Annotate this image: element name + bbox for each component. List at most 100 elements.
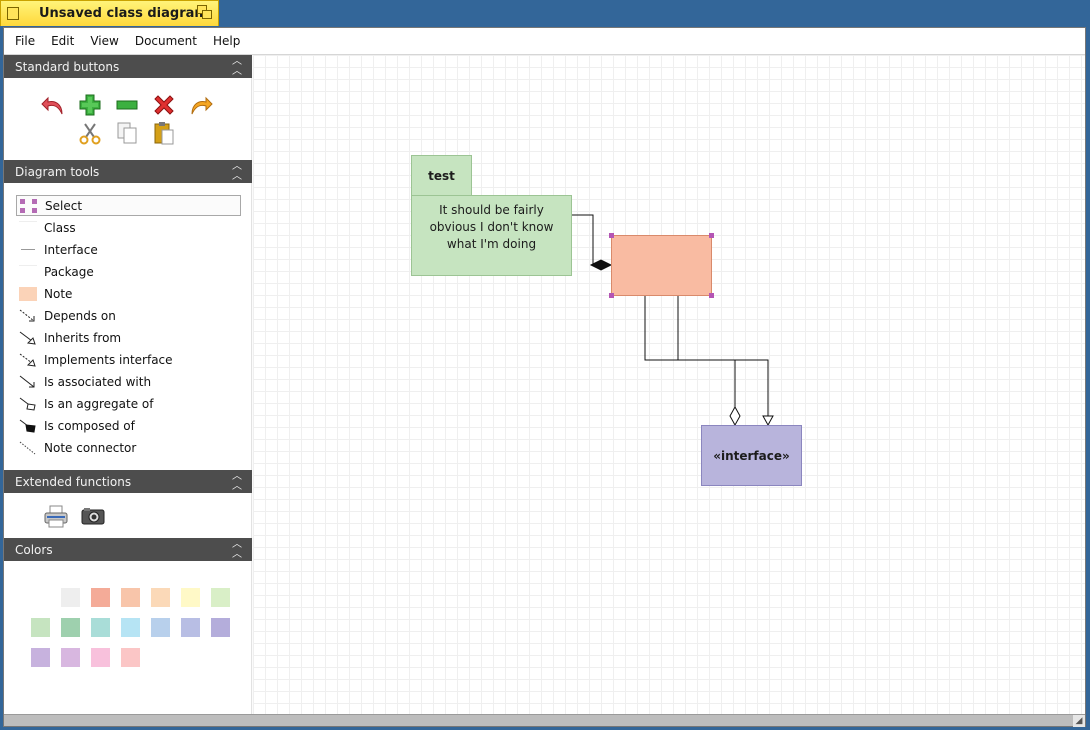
sidebar: Standard buttons ︿︿ — [4, 55, 252, 715]
tool-package[interactable]: Package — [16, 261, 241, 282]
paste-button[interactable] — [151, 120, 177, 146]
resize-grip-icon[interactable]: ◢ — [1073, 715, 1085, 727]
collapse-icon[interactable]: ︿︿ — [232, 471, 242, 492]
aggregation-diamond — [729, 405, 741, 427]
print-icon — [44, 505, 68, 528]
tool-class[interactable]: Class — [16, 217, 241, 238]
interface-label: «interface» — [713, 448, 790, 463]
color-swatch[interactable] — [181, 618, 200, 637]
screenshot-button[interactable] — [80, 503, 106, 529]
tool-note-connector[interactable]: Note connector — [16, 437, 241, 458]
section-header-extended[interactable]: Extended functions ︿︿ — [4, 470, 252, 493]
inheritance-connector — [677, 296, 769, 417]
section-header-tools[interactable]: Diagram tools ︿︿ — [4, 160, 252, 183]
color-swatch[interactable] — [211, 588, 230, 607]
tool-label: Is associated with — [44, 374, 152, 389]
color-swatch[interactable] — [61, 618, 80, 637]
class-box[interactable] — [609, 233, 714, 298]
section-header-standard[interactable]: Standard buttons ︿︿ — [4, 55, 252, 78]
tool-label: Package — [44, 264, 94, 279]
app-window: File Edit View Document Help Standard bu… — [3, 27, 1086, 727]
print-button[interactable] — [43, 503, 69, 529]
resize-handle[interactable] — [709, 233, 714, 238]
package-body[interactable]: It should be fairly obvious I don't know… — [411, 195, 572, 276]
composition-diamond — [589, 259, 613, 271]
tool-label: Interface — [44, 242, 98, 257]
tool-note[interactable]: Note — [16, 283, 241, 304]
inherits-arrow-icon — [19, 331, 37, 345]
tool-label: Is an aggregate of — [44, 396, 154, 411]
menu-help[interactable]: Help — [213, 34, 241, 48]
menu-view[interactable]: View — [90, 34, 119, 48]
tool-is-composed-of[interactable]: Is composed of — [16, 415, 241, 436]
add-button[interactable] — [77, 92, 103, 118]
window-icon — [7, 7, 19, 20]
horizontal-scrollbar[interactable]: ◢ — [4, 714, 1085, 727]
menu-edit[interactable]: Edit — [51, 34, 75, 48]
undo-button[interactable] — [40, 92, 66, 118]
tool-implements-interface[interactable]: Implements interface — [16, 349, 241, 370]
color-swatch[interactable] — [31, 618, 50, 637]
remove-icon — [116, 100, 138, 110]
note-connector-icon — [19, 441, 37, 455]
color-swatch[interactable] — [61, 588, 80, 607]
tool-label: Depends on — [44, 308, 116, 323]
note-icon — [19, 286, 37, 301]
color-swatch[interactable] — [31, 588, 50, 607]
cut-button[interactable] — [77, 120, 103, 146]
window-title: Unsaved class diagram — [39, 6, 208, 21]
color-swatch[interactable] — [61, 648, 80, 667]
color-swatch[interactable] — [91, 618, 110, 637]
color-swatch[interactable] — [31, 648, 50, 667]
color-swatch[interactable] — [121, 648, 140, 667]
resize-handle[interactable] — [609, 293, 614, 298]
copy-icon — [117, 122, 137, 144]
document-tab[interactable]: Unsaved class diagram — [0, 0, 219, 26]
color-swatch[interactable] — [151, 588, 170, 607]
delete-button[interactable] — [151, 92, 177, 118]
collapse-icon[interactable]: ︿︿ — [232, 539, 242, 560]
diagram-canvas[interactable]: test It should be fairly obvious I don't… — [253, 55, 1085, 715]
restore-icon[interactable] — [197, 5, 213, 21]
collapse-icon[interactable]: ︿︿ — [232, 161, 242, 182]
add-icon — [79, 94, 101, 116]
association-arrow-icon — [19, 375, 37, 389]
tool-label: Inherits from — [44, 330, 122, 345]
menu-file[interactable]: File — [15, 34, 36, 48]
section-title: Extended functions — [15, 474, 132, 489]
tool-label: Note — [44, 286, 73, 301]
resize-handle[interactable] — [709, 293, 714, 298]
color-swatch[interactable] — [211, 618, 230, 637]
color-swatch[interactable] — [121, 588, 140, 607]
aggregation-arrow-icon — [19, 397, 37, 411]
color-swatch[interactable] — [181, 588, 200, 607]
interface-box[interactable]: «interface» — [701, 425, 802, 486]
color-swatch[interactable] — [91, 648, 110, 667]
package-tab[interactable]: test — [411, 155, 472, 196]
menu-document[interactable]: Document — [134, 34, 197, 48]
section-title: Standard buttons — [15, 59, 120, 74]
section-header-colors[interactable]: Colors ︿︿ — [4, 538, 252, 561]
redo-button[interactable] — [188, 92, 214, 118]
color-swatch[interactable] — [151, 618, 170, 637]
tool-interface[interactable]: Interface — [16, 239, 241, 260]
copy-button[interactable] — [114, 120, 140, 146]
aggregation-connector — [644, 296, 736, 413]
tool-label: Note connector — [44, 440, 137, 455]
tool-is-associated-with[interactable]: Is associated with — [16, 371, 241, 392]
tool-select[interactable]: Select — [16, 195, 241, 216]
resize-handle[interactable] — [609, 233, 614, 238]
tool-is-aggregate-of[interactable]: Is an aggregate of — [16, 393, 241, 414]
color-swatch[interactable] — [91, 588, 110, 607]
color-swatch[interactable] — [121, 618, 140, 637]
tool-label: Is composed of — [44, 418, 135, 433]
remove-button[interactable] — [114, 92, 140, 118]
tool-label: Class — [44, 220, 76, 235]
camera-icon — [81, 508, 105, 525]
collapse-icon[interactable]: ︿︿ — [232, 56, 242, 77]
tool-depends-on[interactable]: Depends on — [16, 305, 241, 326]
delete-icon — [154, 95, 174, 115]
menu-bar: File Edit View Document Help — [4, 28, 1085, 55]
undo-icon — [41, 96, 63, 115]
tool-inherits-from[interactable]: Inherits from — [16, 327, 241, 348]
